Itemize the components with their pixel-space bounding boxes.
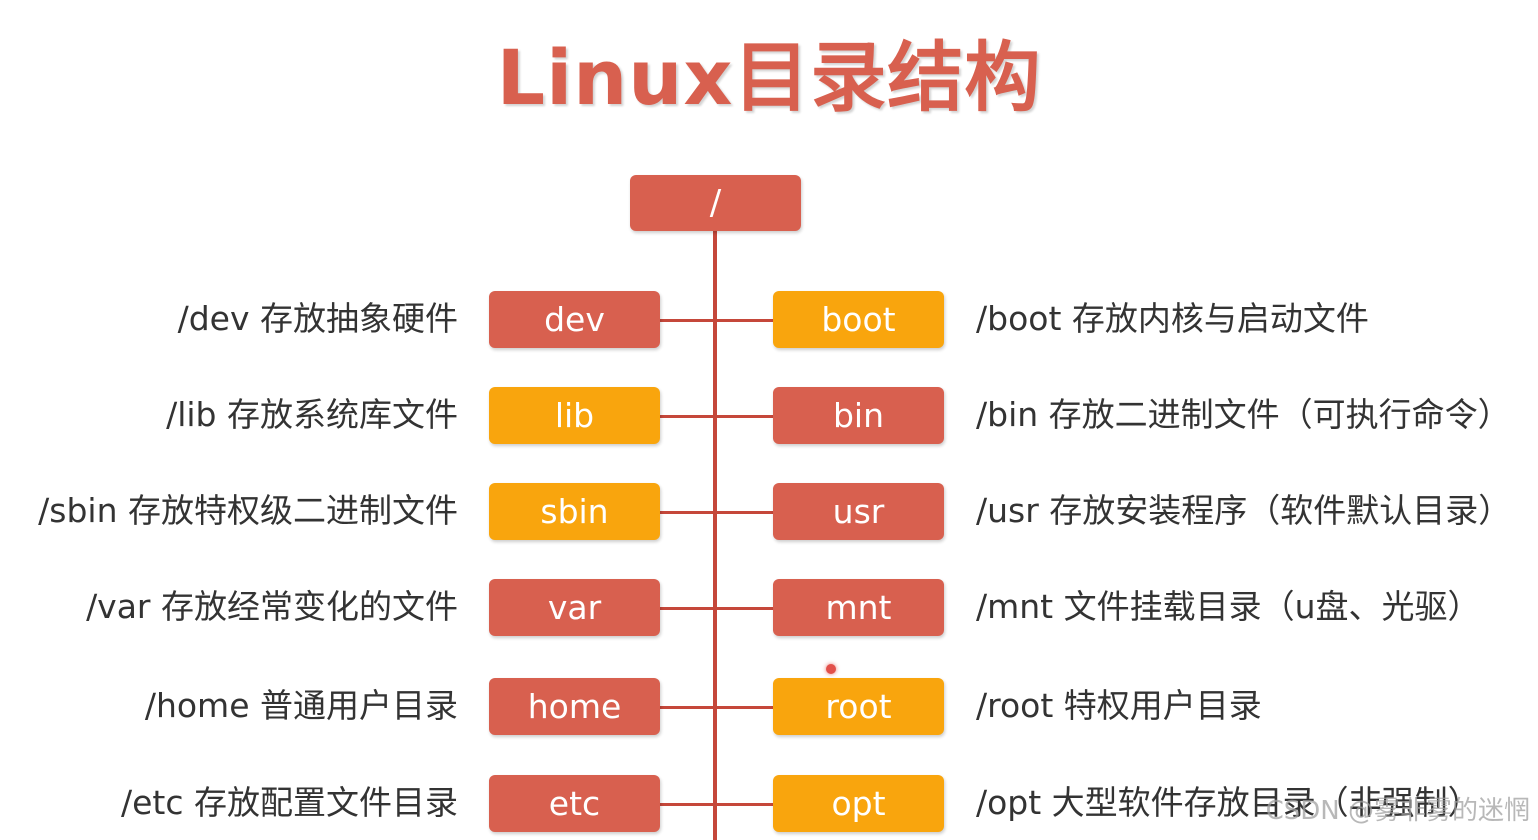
connector-line-boot xyxy=(715,318,773,322)
dir-description-opt: /opt 大型软件存放目录（非强制） xyxy=(976,783,1481,822)
connector-line-opt xyxy=(715,802,773,806)
connector-line-var xyxy=(660,606,715,610)
dir-description-etc: /etc 存放配置文件目录 xyxy=(121,783,458,822)
dir-description-lib: /lib 存放系统库文件 xyxy=(166,395,458,434)
watermark: CSDN @雾非雾的迷惘 xyxy=(1265,796,1530,826)
connector-line-etc xyxy=(660,802,715,806)
dir-description-dev: /dev 存放抽象硬件 xyxy=(177,299,458,338)
dir-description-bin: /bin 存放二进制文件（可执行命令） xyxy=(976,395,1511,434)
connector-line-bin xyxy=(715,414,773,418)
dir-description-usr: /usr 存放安装程序（软件默认目录） xyxy=(976,491,1512,530)
connector-line-lib xyxy=(660,414,715,418)
root-directory-node: / xyxy=(630,175,801,231)
dir-node-sbin: sbin xyxy=(489,483,660,540)
dir-node-home: home xyxy=(489,678,660,735)
connector-line-home xyxy=(660,705,715,709)
dir-node-boot: boot xyxy=(773,291,944,348)
dir-node-var: var xyxy=(489,579,660,636)
dir-description-var: /var 存放经常变化的文件 xyxy=(86,587,458,626)
dir-node-usr: usr xyxy=(773,483,944,540)
dir-node-mnt: mnt xyxy=(773,579,944,636)
dir-description-root: /root 特权用户目录 xyxy=(976,686,1262,725)
dir-node-bin: bin xyxy=(773,387,944,444)
dir-description-mnt: /mnt 文件挂载目录（u盘、光驱） xyxy=(976,587,1481,626)
connector-line-sbin xyxy=(660,510,715,514)
dir-node-lib: lib xyxy=(489,387,660,444)
cursor-dot-icon xyxy=(826,664,836,674)
tree-trunk-line xyxy=(713,230,717,840)
diagram-title: Linux目录结构 xyxy=(496,33,1042,122)
dir-node-root: root xyxy=(773,678,944,735)
dir-description-sbin: /sbin 存放特权级二进制文件 xyxy=(38,491,458,530)
connector-line-usr xyxy=(715,510,773,514)
dir-node-etc: etc xyxy=(489,775,660,832)
dir-node-opt: opt xyxy=(773,775,944,832)
dir-node-dev: dev xyxy=(489,291,660,348)
dir-description-boot: /boot 存放内核与启动文件 xyxy=(976,299,1369,338)
connector-line-mnt xyxy=(715,606,773,610)
connector-line-root xyxy=(715,705,773,709)
connector-line-dev xyxy=(660,318,715,322)
dir-description-home: /home 普通用户目录 xyxy=(144,686,458,725)
